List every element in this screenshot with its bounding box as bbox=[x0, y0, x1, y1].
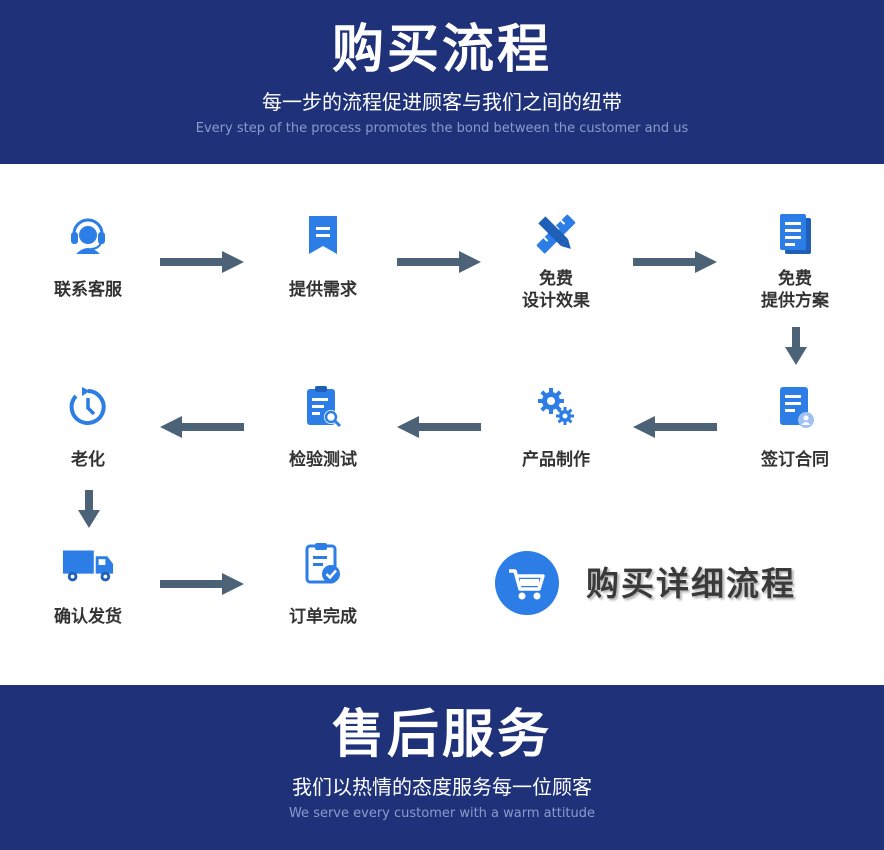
page-title: 购买流程 bbox=[331, 20, 552, 80]
page-subtitle-en: Every step of the process promotes the b… bbox=[195, 121, 689, 136]
clipboard-search-icon bbox=[307, 386, 342, 428]
arrow-right-icon bbox=[397, 251, 481, 273]
arrow-left-icon bbox=[160, 416, 244, 438]
footer-banner: 售后服务 我们以热情的态度服务每一位顾客 We serve every cust… bbox=[0, 685, 884, 850]
step-label: 检验测试 bbox=[289, 450, 357, 470]
bookmark-icon bbox=[309, 216, 337, 254]
header-banner: 购买流程 每一步的流程促进顾客与我们之间的纽带 Every step of th… bbox=[0, 0, 884, 164]
detail-process-title: 购买详细流程 bbox=[586, 564, 796, 603]
arrow-right-icon bbox=[633, 251, 717, 273]
page-subtitle: 每一步的流程促进顾客与我们之间的纽带 bbox=[262, 90, 622, 114]
shopping-cart-icon bbox=[509, 569, 545, 600]
step-label: 免费 bbox=[539, 269, 573, 289]
step-label: 联系客服 bbox=[54, 280, 122, 300]
arrow-left-icon bbox=[633, 416, 717, 438]
step-label: 订单完成 bbox=[289, 607, 357, 627]
step-label: 签订合同 bbox=[761, 450, 829, 470]
step-label: 免费 bbox=[778, 269, 812, 289]
clock-refresh-icon bbox=[69, 387, 106, 425]
after-sales-title: 售后服务 bbox=[331, 705, 552, 765]
arrow-right-icon bbox=[160, 251, 244, 273]
document-icon bbox=[780, 214, 811, 254]
step-label: 老化 bbox=[71, 450, 105, 470]
contract-user-icon bbox=[780, 387, 814, 428]
step-label: 产品制作 bbox=[522, 450, 590, 470]
after-sales-subtitle-en: We serve every customer with a warm atti… bbox=[288, 806, 596, 821]
step-label: 提供方案 bbox=[761, 291, 829, 311]
cart-badge bbox=[495, 551, 559, 615]
arrow-left-icon bbox=[397, 416, 481, 438]
gears-icon bbox=[538, 388, 574, 425]
arrow-down-icon bbox=[78, 490, 100, 528]
step-label: 提供需求 bbox=[289, 280, 357, 300]
customer-service-icon bbox=[71, 218, 105, 254]
step-label: 确认发货 bbox=[54, 607, 122, 627]
clipboard-check-icon bbox=[305, 543, 340, 584]
step-label: 设计效果 bbox=[522, 291, 590, 311]
after-sales-subtitle: 我们以热情的态度服务每一位顾客 bbox=[292, 775, 592, 799]
pencil-ruler-icon bbox=[536, 214, 576, 254]
arrow-right-icon bbox=[160, 573, 244, 595]
arrow-down-icon bbox=[785, 327, 807, 365]
truck-icon bbox=[62, 550, 114, 582]
